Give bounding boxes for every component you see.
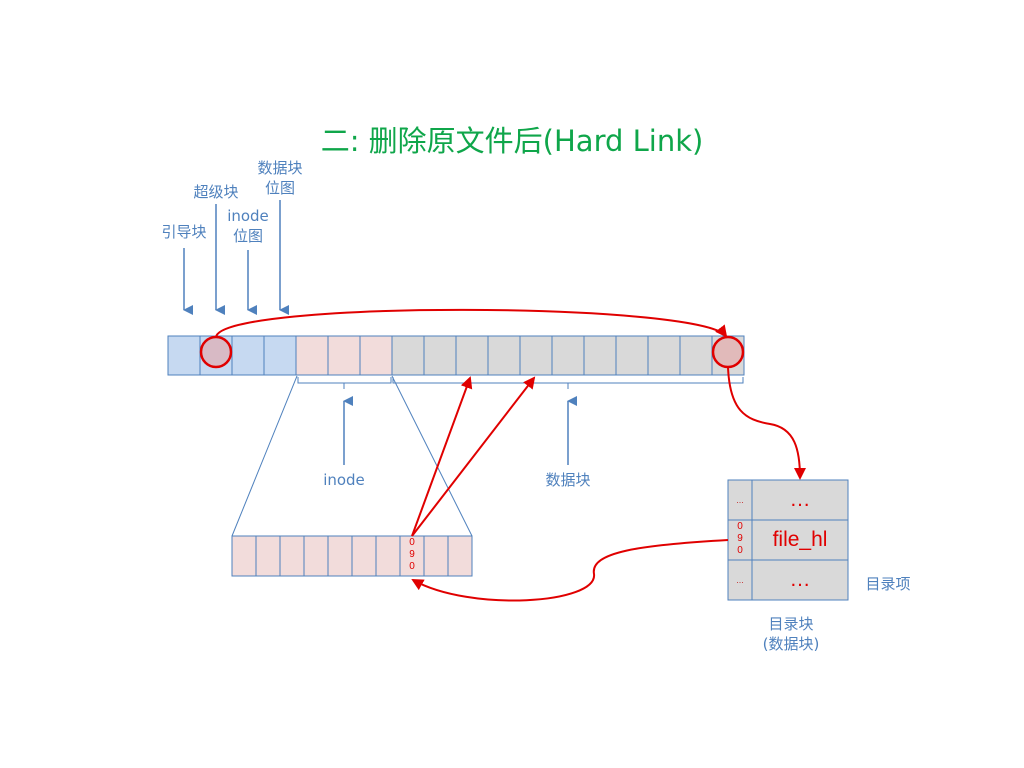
dir-row-1-index: … bbox=[736, 496, 744, 505]
inode-slot bbox=[423, 535, 449, 577]
data-block bbox=[647, 335, 681, 376]
dir-name-cell bbox=[751, 479, 849, 521]
inode-table-block bbox=[327, 335, 361, 376]
inode-area-brace bbox=[297, 377, 392, 389]
inode-number: 0 9 0 bbox=[400, 537, 424, 573]
page-title: 二: 删除原文件后(Hard Link) bbox=[320, 124, 704, 158]
inode-number-digit: 0 bbox=[409, 537, 415, 548]
inode-to-data-arrow-2 bbox=[411, 376, 536, 537]
dir-block-label: 目录块 (数据块) bbox=[751, 614, 831, 654]
inode-to-data-arrow-1 bbox=[411, 376, 473, 537]
superblock-to-dir-arrow bbox=[215, 308, 728, 338]
directory-block bbox=[727, 479, 849, 601]
data-bitmap-label: 数据块 位图 bbox=[255, 158, 305, 198]
data-bitmap-label-line2: 位图 bbox=[264, 179, 295, 197]
inode-area-label: inode bbox=[323, 471, 365, 489]
zoom-line-left bbox=[231, 375, 298, 537]
inode-slot bbox=[375, 535, 401, 577]
dir-block-label-line2: (数据块) bbox=[762, 635, 820, 653]
inode-number-digit: 0 bbox=[409, 561, 415, 572]
disk-blocks-boot-area bbox=[167, 335, 297, 376]
inode-table-block bbox=[295, 335, 329, 376]
inode-slot bbox=[231, 535, 257, 577]
disk-blocks-inode-area bbox=[295, 335, 393, 376]
directory-block-highlight bbox=[711, 335, 745, 369]
dir-row-3-name: … bbox=[789, 568, 811, 591]
dir-block-label-line1: 目录块 bbox=[768, 615, 814, 633]
disk-blocks-data-area bbox=[391, 335, 745, 376]
data-bitmap-label-line1: 数据块 bbox=[257, 159, 303, 177]
dir-index-digit: 9 bbox=[737, 533, 743, 544]
inode-table-block bbox=[359, 335, 393, 376]
dir-name-cell bbox=[751, 559, 849, 601]
dir-index-digit: 0 bbox=[737, 521, 743, 532]
inode-slot bbox=[351, 535, 377, 577]
inode-slot bbox=[303, 535, 329, 577]
inode-slot bbox=[327, 535, 353, 577]
data-area-label: 数据块 bbox=[545, 471, 591, 489]
data-bitmap-block bbox=[263, 335, 297, 376]
dir-index-digit: 0 bbox=[737, 545, 743, 556]
inode-number-digit: 9 bbox=[409, 549, 415, 560]
inode-bitmap-label: inode 位图 bbox=[223, 206, 273, 246]
boot-block-label: 引导块 bbox=[161, 223, 207, 241]
dir-index-cell bbox=[727, 559, 753, 601]
data-area-brace bbox=[392, 377, 744, 389]
dir-entry-label: 目录项 bbox=[865, 575, 911, 593]
data-block bbox=[455, 335, 489, 376]
dir-row-2-index: 0 9 0 bbox=[728, 521, 752, 557]
data-block bbox=[551, 335, 585, 376]
data-block bbox=[615, 335, 649, 376]
super-block-label: 超级块 bbox=[193, 183, 239, 201]
inode-bitmap-block bbox=[231, 335, 265, 376]
zoom-line-right bbox=[391, 375, 473, 537]
data-block bbox=[583, 335, 617, 376]
inode-bitmap-label-line2: 位图 bbox=[232, 227, 263, 245]
inode-slot bbox=[447, 535, 473, 577]
inode-slot bbox=[255, 535, 281, 577]
inode-bitmap-label-line1: inode bbox=[227, 207, 269, 225]
dir-row-1-name: … bbox=[789, 488, 811, 511]
super-block-highlight bbox=[199, 335, 233, 369]
dir-row-3-index: … bbox=[736, 576, 744, 585]
data-block bbox=[391, 335, 425, 376]
data-block bbox=[423, 335, 457, 376]
dir-entry-to-inode-arrow bbox=[411, 539, 729, 602]
data-block bbox=[519, 335, 553, 376]
dir-row-2-name: file_hl bbox=[772, 528, 828, 551]
inode-detail-strip bbox=[231, 535, 473, 577]
data-block bbox=[679, 335, 713, 376]
boot-block bbox=[167, 335, 201, 376]
data-block-to-dir-arrow bbox=[727, 367, 806, 480]
data-block bbox=[487, 335, 521, 376]
dir-index-cell bbox=[727, 519, 753, 561]
dir-name-cell bbox=[751, 519, 849, 561]
inode-slot bbox=[279, 535, 305, 577]
